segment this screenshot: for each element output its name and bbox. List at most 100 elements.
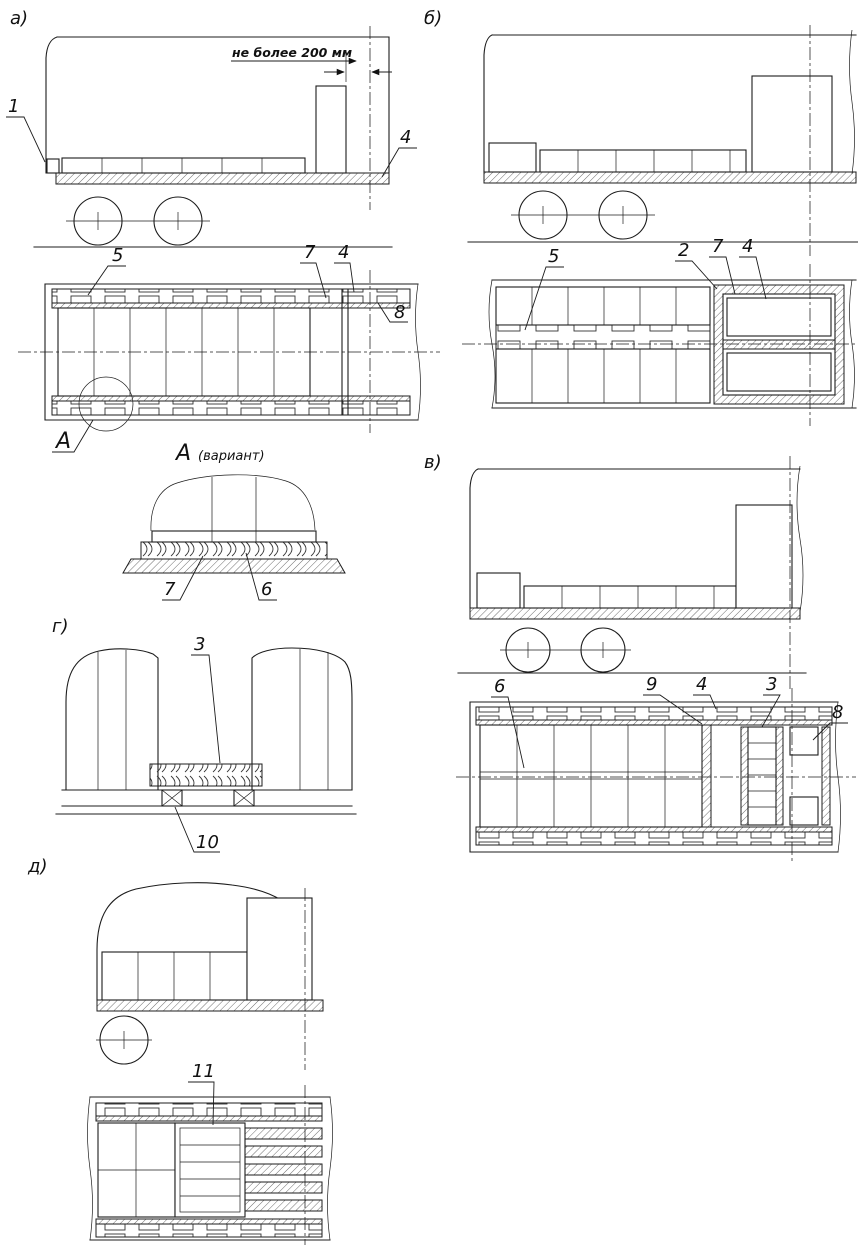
- panel-a-label: а): [10, 8, 28, 29]
- panel-v-side-view: [457, 456, 807, 690]
- plan-outline: [89, 1096, 331, 1241]
- break-line: [796, 465, 804, 613]
- bottom-cleat-band: [51, 400, 411, 416]
- svg-text:11: 11: [192, 1061, 215, 1082]
- top-hatch-strip: [51, 302, 411, 309]
- wagon-body-outline: [469, 468, 801, 609]
- break-line-right: [327, 1096, 333, 1241]
- framed-assembly: [713, 284, 845, 405]
- small-box: [476, 572, 521, 609]
- callout-4: 4: [693, 674, 717, 710]
- bottom-hatch-strip: [51, 395, 411, 402]
- plan-outline: [469, 701, 839, 853]
- detail-title: А: [174, 441, 191, 466]
- spacer-band: [495, 324, 711, 350]
- bottom-hatch-strip: [95, 1218, 323, 1225]
- detail-a-view: А (вариант) 7 6: [122, 441, 346, 601]
- right-boards: [244, 1127, 323, 1212]
- dimension-200mm: не более 200 мм: [231, 45, 392, 82]
- bottom-hatch-strip: [475, 826, 833, 833]
- callout-3: 3: [761, 674, 781, 728]
- floor-strip: [55, 172, 390, 185]
- panel-d-label: д): [27, 856, 47, 877]
- cargo-break-outline: [150, 474, 316, 532]
- plan-outline: [491, 279, 857, 409]
- svg-text:7: 7: [712, 236, 724, 257]
- callout-4: 4: [739, 236, 767, 300]
- svg-text:4: 4: [400, 127, 411, 148]
- detail-marker-A: А: [52, 419, 94, 454]
- wheel: [96, 1015, 152, 1065]
- small-box: [488, 142, 537, 173]
- break-line-left: [87, 1096, 93, 1241]
- floor-section: [122, 558, 346, 574]
- callout-7: 7: [162, 555, 204, 601]
- wedge-spacer: [149, 763, 263, 787]
- floor-strip: [469, 607, 801, 620]
- callout-5: 5: [87, 245, 126, 296]
- detail-variant: (вариант): [198, 449, 265, 464]
- floor-strip: [96, 999, 324, 1012]
- wheels: [66, 196, 210, 246]
- low-cargo-row: [523, 585, 737, 609]
- panel-d-plan-view: 11: [87, 1061, 333, 1245]
- wheels: [511, 190, 655, 240]
- right-stack: [251, 647, 353, 791]
- callout-7: 7: [300, 242, 327, 299]
- svg-text:9: 9: [646, 674, 657, 695]
- svg-text:8: 8: [394, 302, 405, 323]
- svg-text:3: 3: [194, 634, 205, 655]
- callout-8: 8: [377, 302, 408, 323]
- panel-b: б): [424, 8, 858, 426]
- callout-10: 10: [174, 806, 220, 853]
- wagon-body-outline: [483, 34, 857, 173]
- svg-text:1: 1: [8, 96, 19, 117]
- board-row: [151, 530, 317, 543]
- cross-blocks: [161, 789, 255, 807]
- callout-6: 6: [491, 676, 525, 769]
- low-cargo-row: [61, 157, 306, 174]
- top-hatch-strip: [475, 719, 833, 726]
- callout-8: 8: [812, 702, 848, 741]
- svg-text:6: 6: [261, 579, 272, 600]
- callout-4: 4: [334, 242, 355, 293]
- panel-b-side-view: [467, 25, 858, 256]
- tall-cargo-box: [751, 75, 833, 173]
- wheels: [500, 627, 631, 673]
- svg-text:7: 7: [304, 242, 316, 263]
- bottom-cleat-band: [95, 1223, 323, 1238]
- panel-a-side-view: не более 200 мм 1 4: [6, 26, 417, 248]
- center-crate: [174, 1122, 246, 1218]
- callout-7: 7: [709, 236, 736, 295]
- svg-text:5: 5: [548, 246, 559, 267]
- svg-text:8: 8: [832, 702, 843, 723]
- callout-5: 5: [524, 246, 564, 331]
- panel-g: г) 3 10: [52, 616, 357, 853]
- floor-strip: [483, 171, 857, 184]
- callout-6: 6: [245, 552, 277, 601]
- tall-cargo-box: [735, 504, 793, 609]
- panel-a-plan-view: А 5 7 4 8: [18, 242, 440, 454]
- wagon-body-outline: [45, 36, 390, 174]
- top-cleat-band: [475, 706, 833, 721]
- panel-v-label: в): [424, 452, 442, 473]
- break-line: [849, 29, 855, 175]
- svg-text:7: 7: [164, 579, 176, 600]
- svg-text:4: 4: [696, 674, 707, 695]
- svg-text:4: 4: [338, 242, 349, 263]
- cargo-row: [101, 951, 248, 1001]
- top-cleat-band: [95, 1102, 323, 1117]
- panel-v: в): [424, 452, 856, 864]
- panel-b-label: б): [424, 8, 442, 29]
- wedge-band: [140, 541, 328, 560]
- callout-9: 9: [643, 674, 703, 725]
- panel-b-plan-view: 5 2 7 4: [462, 236, 858, 426]
- left-stack: [65, 648, 159, 791]
- tall-cargo-box: [246, 897, 313, 1001]
- svg-text:2: 2: [678, 240, 689, 261]
- tall-cargo-box: [315, 85, 347, 174]
- svg-text:3: 3: [766, 674, 777, 695]
- low-cargo-row: [539, 149, 747, 173]
